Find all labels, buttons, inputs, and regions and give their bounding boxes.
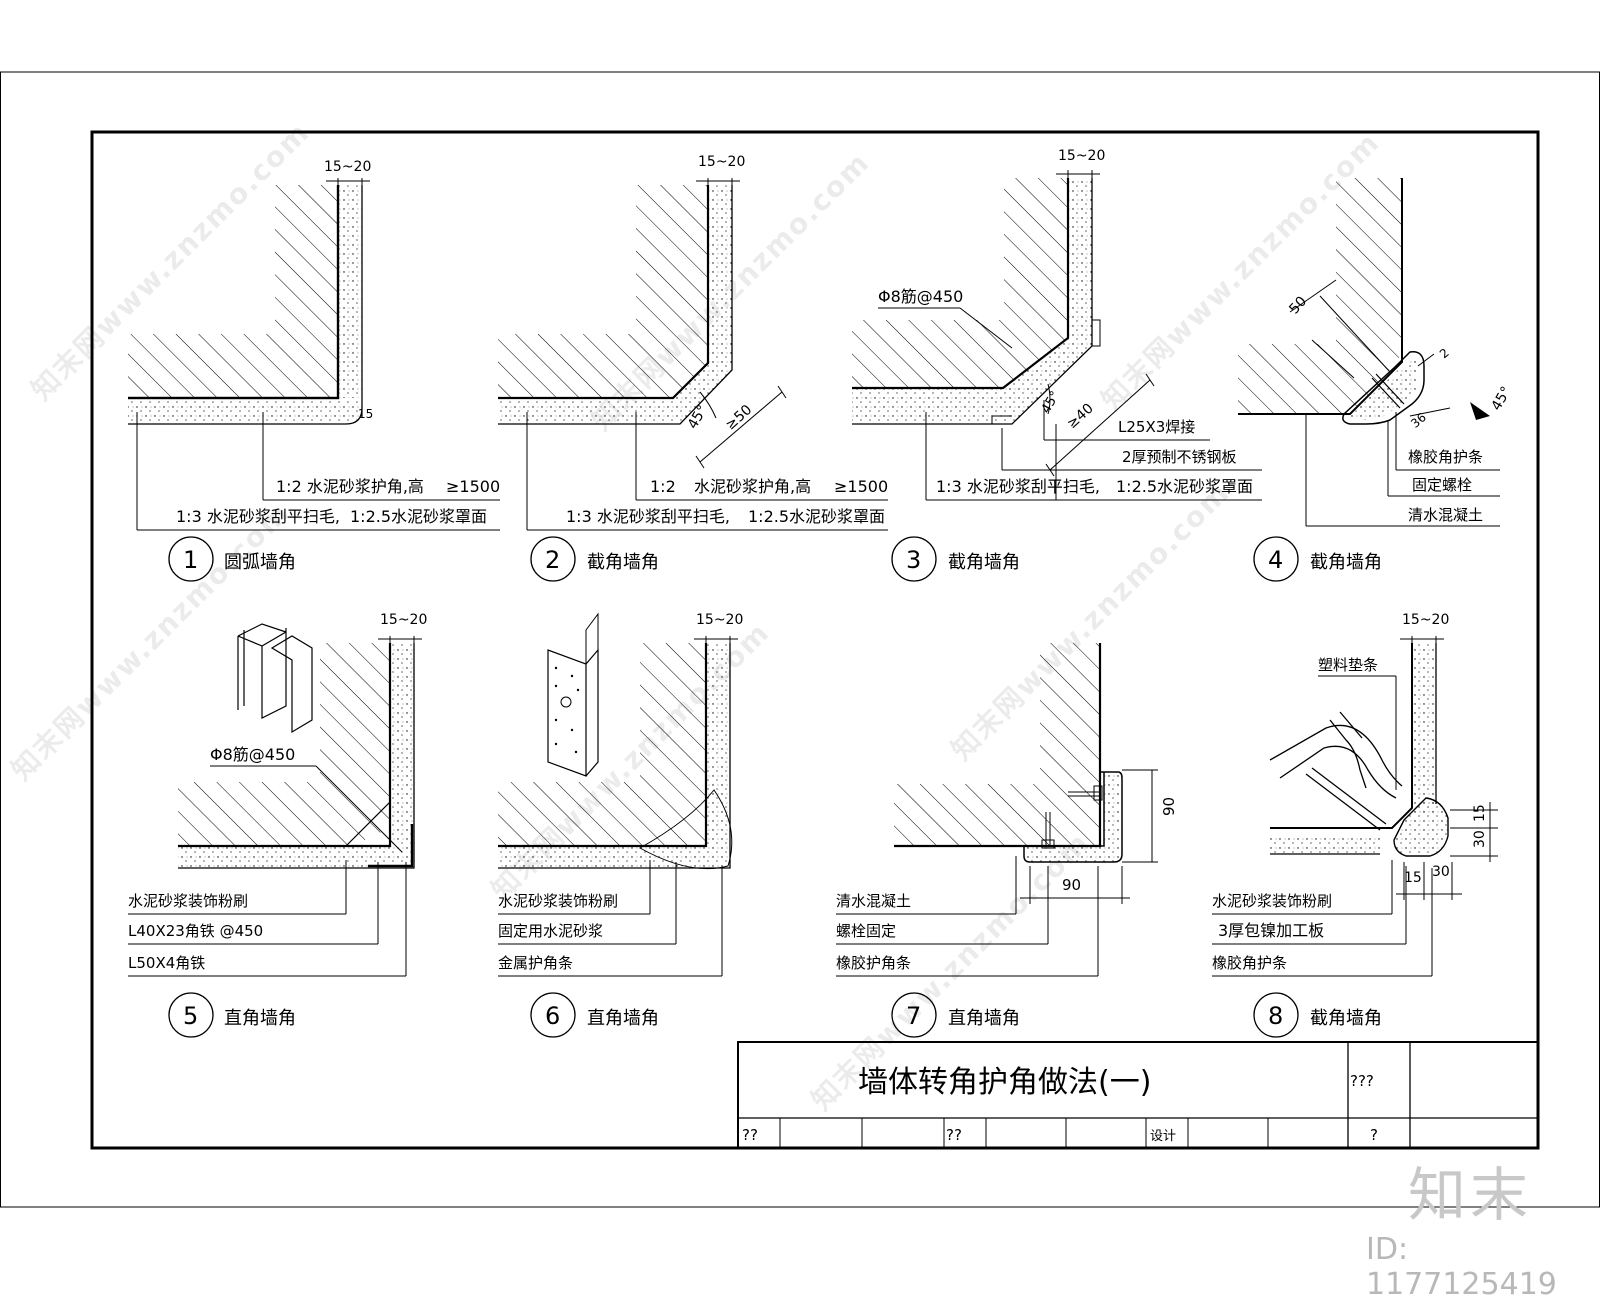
svg-text:15~20: 15~20 bbox=[698, 154, 745, 170]
svg-text:??: ?? bbox=[946, 1126, 962, 1144]
svg-text:??: ?? bbox=[742, 1126, 758, 1144]
svg-text:5: 5 bbox=[183, 1002, 198, 1030]
svg-text:固定螺栓: 固定螺栓 bbox=[1412, 476, 1472, 494]
brand-logo: 知末 bbox=[1408, 1161, 1533, 1229]
svg-text:≥1500: ≥1500 bbox=[834, 477, 888, 496]
svg-text:1: 1 bbox=[183, 546, 198, 574]
svg-text:橡胶护角条: 橡胶护角条 bbox=[836, 954, 911, 972]
detail-5: 15~20 Φ8筋@450 水泥砂浆装饰粉刷 L40X23角铁 @450 L50… bbox=[128, 612, 427, 977]
title-block: 墙体转角护角做法(一) ??? ?? ?? 设计 ? bbox=[737, 1041, 1539, 1149]
svg-text:截角墙角: 截角墙角 bbox=[587, 552, 659, 573]
drawing-title: 墙体转角护角做法(一) bbox=[858, 1065, 1151, 1100]
svg-text:设计: 设计 bbox=[1150, 1129, 1176, 1144]
svg-text:30: 30 bbox=[1472, 830, 1488, 848]
svg-text:15~20: 15~20 bbox=[696, 612, 743, 628]
svg-text:直角墙角: 直角墙角 bbox=[948, 1008, 1020, 1029]
svg-text:清水混凝土: 清水混凝土 bbox=[836, 892, 911, 910]
svg-text:1:3 水泥砂浆刮平扫毛,: 1:3 水泥砂浆刮平扫毛, bbox=[566, 507, 730, 526]
svg-text:15: 15 bbox=[1404, 870, 1422, 886]
svg-text:2: 2 bbox=[545, 546, 560, 574]
svg-text:直角墙角: 直角墙角 bbox=[587, 1008, 659, 1029]
svg-text:金属护角条: 金属护角条 bbox=[498, 954, 573, 972]
svg-text:50: 50 bbox=[1286, 294, 1310, 318]
svg-text:塑料垫条: 塑料垫条 bbox=[1318, 656, 1378, 674]
caption-1: 1 圆弧墙角 bbox=[168, 536, 296, 582]
svg-text:1:3 水泥砂浆刮平扫毛,: 1:3 水泥砂浆刮平扫毛, bbox=[936, 477, 1100, 496]
svg-text:截角墙角: 截角墙角 bbox=[1310, 552, 1382, 573]
svg-text:15~20: 15~20 bbox=[1402, 612, 1449, 628]
svg-text:≥40: ≥40 bbox=[1064, 400, 1097, 432]
svg-text:≥1500: ≥1500 bbox=[446, 477, 500, 496]
svg-text:圆弧墙角: 圆弧墙角 bbox=[224, 552, 296, 573]
caption-2: 2 截角墙角 bbox=[530, 536, 659, 582]
svg-text:30: 30 bbox=[1432, 864, 1450, 880]
svg-text:?: ? bbox=[1370, 1126, 1378, 1144]
svg-text:截角墙角: 截角墙角 bbox=[1310, 1008, 1382, 1029]
svg-text:水泥砂浆装饰粉刷: 水泥砂浆装饰粉刷 bbox=[128, 892, 248, 910]
svg-text:螺栓固定: 螺栓固定 bbox=[836, 922, 896, 940]
d1-label-b: 1:3 水泥砂浆刮平扫毛, bbox=[176, 507, 340, 526]
svg-text:1:2: 1:2 bbox=[650, 477, 676, 496]
caption-8: 8 截角墙角 bbox=[1253, 992, 1382, 1038]
caption-6: 6 直角墙角 bbox=[530, 992, 659, 1038]
svg-text:6: 6 bbox=[545, 1002, 560, 1030]
svg-text:3厚包镍加工板: 3厚包镍加工板 bbox=[1218, 921, 1324, 940]
svg-text:90: 90 bbox=[1062, 876, 1081, 894]
svg-text:1:2.5水泥砂浆罩面: 1:2.5水泥砂浆罩面 bbox=[1116, 477, 1253, 496]
detail-8: 15~20 塑料垫条 15 30 15 30 水泥砂浆装饰粉刷 3厚包镍加工板 … bbox=[1212, 612, 1498, 977]
svg-text:L40X23角铁 @450: L40X23角铁 @450 bbox=[128, 922, 263, 940]
d3-rebar: Φ8筋@450 bbox=[878, 287, 963, 306]
svg-text:Φ8筋@450: Φ8筋@450 bbox=[210, 745, 295, 764]
svg-text:截角墙角: 截角墙角 bbox=[948, 552, 1020, 573]
svg-text:15: 15 bbox=[1472, 804, 1488, 822]
svg-text:水泥砂浆装饰粉刷: 水泥砂浆装饰粉刷 bbox=[498, 892, 618, 910]
d1-label-a: 1:2 水泥砂浆护角,高 bbox=[276, 477, 424, 496]
svg-text:90: 90 bbox=[1160, 797, 1178, 816]
svg-text:L50X4角铁: L50X4角铁 bbox=[128, 954, 205, 972]
image-id: ID: 1177125419 bbox=[1366, 1232, 1557, 1302]
svg-text:45°: 45° bbox=[1489, 384, 1515, 414]
detail-1: 15~20 15 1:2 水泥砂浆护角,高 ≥1500 1:3 水泥砂浆刮平扫毛… bbox=[128, 159, 500, 531]
detail-captions: 1 圆弧墙角 2 截角墙角 3 截角墙角 4 截角墙角 5 直角墙角 6 直角墙角 7 直角墙… bbox=[168, 536, 1382, 1038]
svg-text:直角墙角: 直角墙角 bbox=[224, 1008, 296, 1029]
svg-text:2厚预制不锈钢板: 2厚预制不锈钢板 bbox=[1122, 448, 1237, 466]
svg-text:1:2.5水泥砂浆罩面: 1:2.5水泥砂浆罩面 bbox=[350, 507, 487, 526]
svg-text:橡胶角护条: 橡胶角护条 bbox=[1212, 954, 1287, 972]
svg-text:水泥砂浆护角,高: 水泥砂浆护角,高 bbox=[694, 477, 811, 496]
d1-dim-top: 15~20 bbox=[324, 159, 371, 175]
caption-4: 4 截角墙角 bbox=[1253, 536, 1382, 582]
svg-text:1:2.5水泥砂浆罩面: 1:2.5水泥砂浆罩面 bbox=[748, 507, 885, 526]
svg-text:橡胶角护条: 橡胶角护条 bbox=[1408, 448, 1483, 466]
caption-3: 3 截角墙角 bbox=[891, 536, 1020, 582]
svg-text:3: 3 bbox=[906, 546, 921, 574]
svg-text:7: 7 bbox=[906, 1002, 921, 1030]
d1-radius: 15 bbox=[358, 407, 373, 421]
svg-text:4: 4 bbox=[1268, 546, 1283, 574]
svg-text:8: 8 bbox=[1268, 1002, 1283, 1030]
svg-text:15~20: 15~20 bbox=[1058, 148, 1105, 164]
svg-text:清水混凝土: 清水混凝土 bbox=[1408, 506, 1483, 524]
svg-text:水泥砂浆装饰粉刷: 水泥砂浆装饰粉刷 bbox=[1212, 892, 1332, 910]
caption-7: 7 直角墙角 bbox=[891, 992, 1020, 1038]
svg-text:L25X3焊接: L25X3焊接 bbox=[1118, 418, 1195, 436]
svg-text:2: 2 bbox=[1437, 346, 1452, 362]
svg-text:???: ??? bbox=[1350, 1072, 1374, 1090]
svg-text:固定用水泥砂浆: 固定用水泥砂浆 bbox=[498, 922, 603, 940]
svg-text:15~20: 15~20 bbox=[380, 612, 427, 628]
caption-5: 5 直角墙角 bbox=[168, 992, 296, 1038]
